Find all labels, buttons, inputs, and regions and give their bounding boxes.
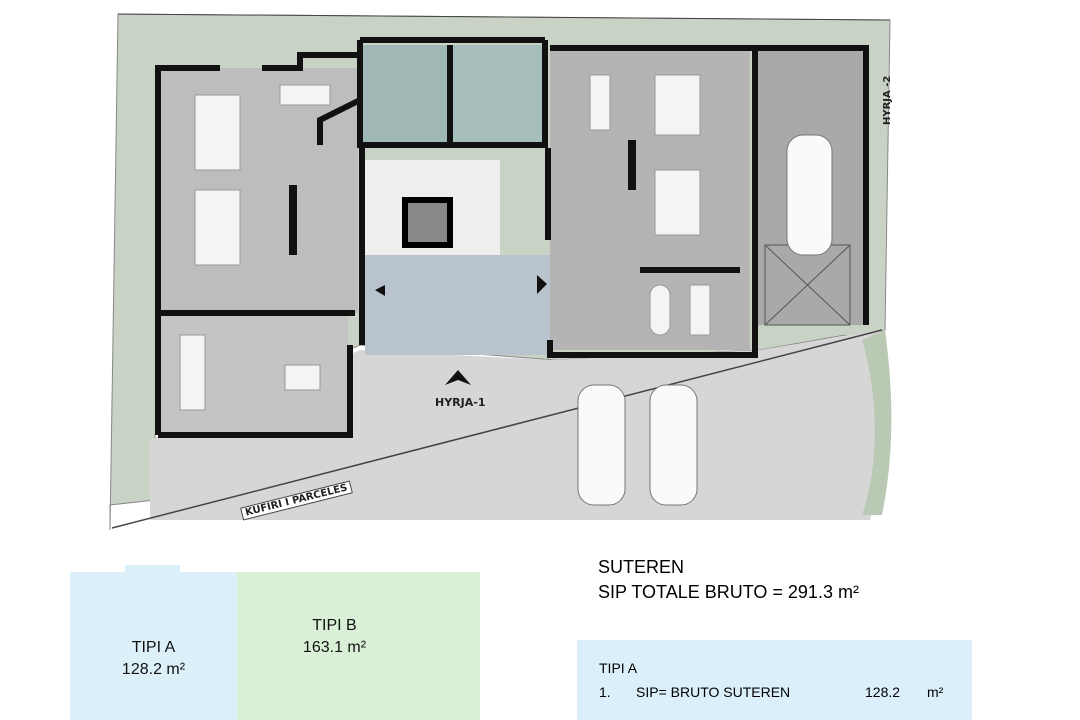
site-top-line (117, 13, 891, 21)
hall-arrow-right-icon (537, 275, 547, 294)
hall (365, 255, 550, 355)
furniture (179, 74, 711, 411)
info-row-value: 128.2 (865, 684, 901, 700)
area-legend (70, 565, 480, 720)
info-row-number: 1. (599, 684, 611, 700)
walls (155, 37, 869, 438)
elevator (402, 197, 453, 248)
car-icons (577, 134, 833, 506)
hall-arrow-left-icon (375, 285, 385, 296)
info-row-label: SIP= BRUTO SUTEREN (636, 684, 791, 700)
tipi-a-name: TIPI A (131, 639, 176, 656)
tipi-b-name: TIPI B (312, 617, 357, 634)
tipi-b-area-value: 163.1 m² (302, 639, 367, 656)
info-row-unit: m² (927, 684, 944, 700)
entrance-arrow-icon (445, 370, 471, 385)
total-area: SIP TOTALE BRUTO = 291.3 m² (598, 582, 859, 602)
parcel-boundary-line (111, 329, 883, 529)
wc-1 (362, 45, 450, 145)
tipi-a-label: TIPI A 128.2 m² (70, 637, 237, 681)
tipi-b-area (237, 572, 480, 720)
info-title: TIPI A (599, 660, 638, 676)
green-strip-right (862, 330, 892, 515)
tipi-b-label: TIPI B 163.1 m² (237, 615, 432, 659)
floor-title: SUTEREN (598, 557, 685, 577)
entrance-1-label: HYRJA-1 (432, 396, 489, 409)
office-left (158, 68, 358, 313)
entrance-2-label: HYRJA -2 (882, 75, 893, 125)
tipi-a-info-box: TIPI A 1. SIP= BRUTO SUTEREN 128.2 m² (577, 640, 972, 720)
floor-plan (109, 13, 892, 531)
tipi-a-area-value: 128.2 m² (121, 661, 186, 678)
wc-2 (452, 45, 542, 145)
tipi-a-area (70, 565, 237, 720)
